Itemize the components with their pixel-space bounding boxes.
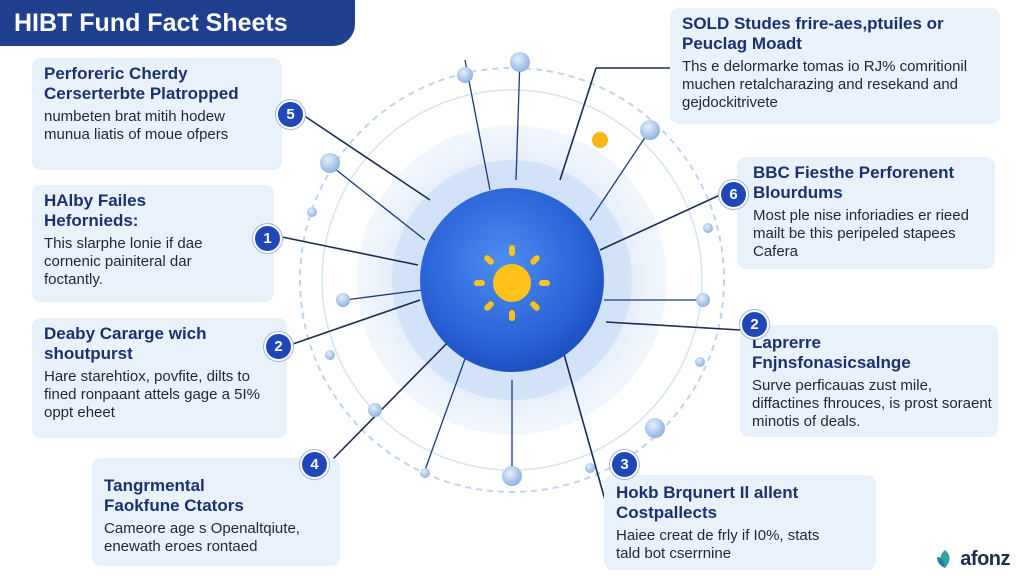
connector-line [289,299,421,346]
step-badge: 2 [740,310,769,339]
card-heading: Laprerre Fnjnsfonasicsalnge [752,333,911,372]
card-body: numbeten brat mitih hodew munua liatis o… [44,108,229,143]
step-badge: 6 [719,180,748,209]
spoke-line [344,289,423,301]
page-title: HIBT Fund Fact Sheets [0,0,355,46]
info-card-top-left: Perforeric Cherdy Cerserterbte Platroppe… [32,58,282,170]
info-card-middle-right: BBC Fiesthe Perforenent Blourdums Most p… [737,157,995,269]
orbit-dot [502,466,522,486]
step-badge: 2 [264,332,293,361]
step-badge: 1 [253,224,282,253]
info-card-bottom-right: Hokb Brqunert Il allent Costpallects Hai… [604,475,876,570]
step-badge: 4 [300,450,329,479]
connector-line [605,321,741,331]
orbit-dot [457,67,473,83]
orbit-dot [585,463,595,473]
step-badge: 3 [610,450,639,479]
leaf-icon [937,550,950,568]
logo-text: afonz [960,547,1010,570]
card-heading: HAlby Failes Hefornieds: [44,191,147,230]
orbit-dot [640,120,660,140]
info-card-lower-right: Laprerre Fnjnsfonasicsalnge Surve perfic… [740,325,998,437]
info-card-middle-left: HAlby Failes Hefornieds: This slarphe lo… [32,185,274,302]
brand-logo: afonz [934,546,1010,572]
card-heading: SOLD Studes frire-aes,ptuiles or Peuclag… [682,14,944,53]
connector-line [599,194,721,251]
orbit-dot [510,52,530,72]
card-body: Cameore age s Openaltqiute, enewath eroe… [104,520,300,555]
info-card-bottom-left: Tangrmental Faokfune Ctators Cameore age… [92,458,340,566]
card-body: This slarphe lonie if dae cornenic paini… [44,235,203,288]
spoke-line [589,129,651,221]
orbit-dot [368,403,382,417]
card-heading: Tangrmental Faokfune Ctators [104,476,244,515]
connector-line [559,67,597,181]
info-card-lower-left: Deaby Cararge wich shoutpurst Hare stare… [32,318,287,438]
orbit-dot [325,350,335,360]
orbit-dots [307,52,713,486]
connector-lines [281,67,741,501]
connector-line [559,339,606,501]
orbit-dot [420,468,430,478]
card-body: Ths e delormarke tomas io RJ% comritioni… [682,58,968,111]
spoke-line [424,344,471,471]
card-heading: BBC Fiesthe Perforenent Blourdums [753,163,955,202]
card-body: Hare starehtiox, povfite, dilts to fined… [44,368,260,421]
orbit-dot [592,132,608,148]
card-heading: Deaby Cararge wich shoutpurst [44,324,207,363]
outer-orbit-ring [299,67,725,493]
orbit-dot [336,293,350,307]
card-body: Most ple nise inforiadies er rieed mailt… [753,207,969,260]
orbit-dot [696,293,710,307]
orbit-dot [320,153,340,173]
card-body: Surve perficauas zust mile, diffactines … [752,377,992,430]
info-card-top-right: SOLD Studes frire-aes,ptuiles or Peuclag… [670,8,1000,124]
orbit-dot [645,418,665,438]
spoke-line [329,164,426,241]
connector-line [299,112,431,201]
card-heading: Hokb Brqunert Il allent Costpallects [616,483,799,522]
step-badge: 5 [276,100,305,129]
orbit-dot [703,223,713,233]
spoke-line [515,57,521,181]
orbit-dot [307,207,317,217]
card-body: Haiee creat de frly if I0%, stats tald b… [616,527,820,562]
orbit-dot [695,357,705,367]
card-heading: Perforeric Cherdy Cerserterbte Platroppe… [44,64,239,103]
connector-line [281,236,419,266]
connector-line [329,329,461,463]
sun-icon [474,245,550,321]
